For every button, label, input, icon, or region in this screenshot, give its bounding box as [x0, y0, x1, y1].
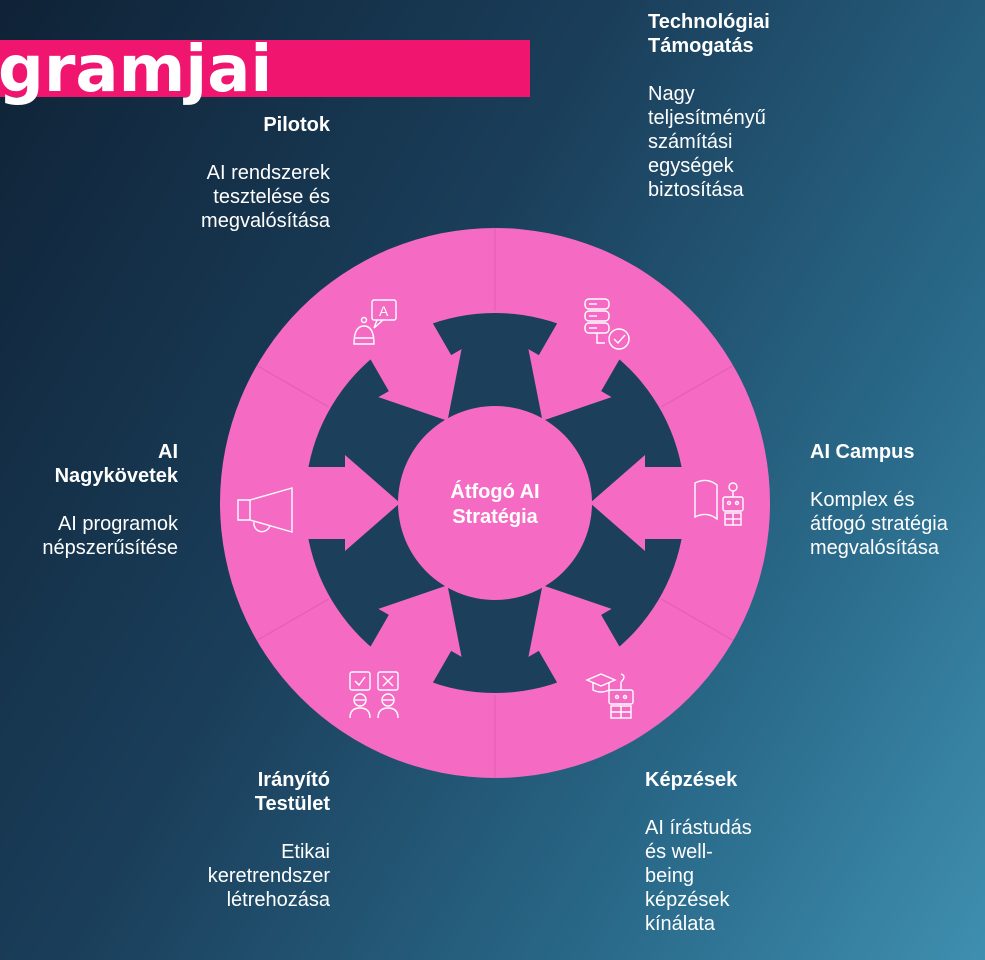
title-banner: gramjai: [0, 38, 530, 102]
graduation-robot-icon: [585, 673, 634, 719]
segment-divider: [660, 364, 734, 408]
center-label: Átfogó AI Stratégia: [400, 480, 590, 530]
arrow-nagykovetek: [297, 455, 400, 551]
segment-desc: AI rendszerek tesztelése és megvalósítás…: [201, 162, 330, 232]
segment-desc: AI programok népszerűsítése: [42, 513, 178, 559]
center-line1: Átfogó AI: [450, 481, 540, 503]
segment-desc: Nagy teljesítményű számítási egységek bi…: [648, 83, 766, 201]
segment-desc: Etikai keretrendszer létrehozása: [207, 841, 330, 911]
arrow-iranyito: [364, 585, 462, 693]
center-circle: [398, 406, 592, 600]
segment-title: AI Campus: [810, 441, 915, 463]
segment-title: Irányító Testület: [254, 769, 330, 815]
segment-campus: AI Campus Komplex és átfogó stratégia me…: [810, 440, 985, 560]
server-check-icon: [584, 298, 630, 350]
ai-chat-icon: A: [353, 299, 397, 345]
segment-divider: [256, 598, 330, 642]
segment-title: Technológiai Támogatás: [648, 11, 770, 57]
center-line2: Stratégia: [452, 506, 538, 528]
svg-text:A: A: [379, 303, 389, 319]
segment-tech: Technológiai Támogatás Nagy teljesítmény…: [648, 10, 848, 202]
megaphone-icon: [237, 487, 293, 533]
segment-divider: [660, 598, 734, 642]
segment-title: Pilotok: [263, 114, 330, 136]
arrow-pilotok: [364, 313, 462, 421]
inward-arrows: [297, 313, 693, 693]
segment-iranyito: Irányító Testület Etikai keretrendszer l…: [130, 768, 330, 912]
arrow-tech: [528, 313, 626, 421]
segment-nagykovetek: AI Nagykövetek AI programok népszerűsíté…: [0, 440, 178, 560]
segment-title: AI Nagykövetek: [54, 441, 178, 487]
segment-dividers: [256, 228, 734, 778]
page-title: gramjai: [0, 33, 273, 107]
segment-desc: AI írástudás és well- being képzések kín…: [645, 817, 752, 935]
segment-desc: Komplex és átfogó stratégia megvalósítás…: [810, 489, 948, 559]
book-robot-icon: [694, 479, 744, 526]
segment-pilotok: Pilotok AI rendszerek tesztelése és megv…: [130, 113, 330, 233]
segment-kepzesek: Képzések AI írástudás és well- being kép…: [645, 768, 845, 936]
segment-divider: [256, 364, 330, 408]
voting-people-icon: [349, 671, 399, 719]
segment-title: Képzések: [645, 769, 738, 791]
arrow-kepzesek: [528, 585, 626, 693]
arrow-campus: [590, 455, 693, 551]
